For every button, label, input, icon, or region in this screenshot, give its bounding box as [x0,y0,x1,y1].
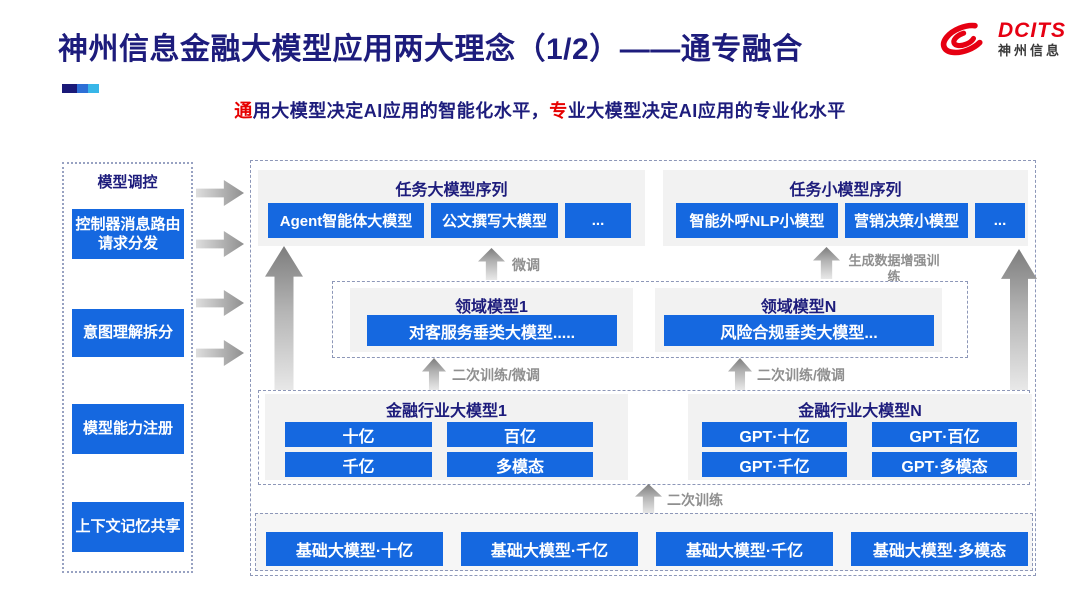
base-models-container: 基础大模型·十亿 基础大模型·千亿 基础大模型·千亿 基础大模型·多模态 [255,513,1033,571]
accent-segment [88,84,99,93]
arrow-right-icon [196,290,244,316]
domain-model-1-group: 领域模型1 对客服务垂类大模型..... [350,288,633,352]
accent-bar [62,84,99,93]
subtitle-segment: 业大模型决定AI应用的专业化水平 [567,101,846,121]
flow-label-retrain: 二次训练 [667,492,723,508]
industry-model-n-group: 金融行业大模型N GPT·十亿 GPT·百亿 GPT·千亿 GPT·多模态 [688,394,1032,480]
slide-subtitle: 通用大模型决定AI应用的智能化水平，专业大模型决定AI应用的专业化水平 [0,97,1080,123]
subtitle-segment: 用大模型决定AI应用的智能化水平， [252,101,550,121]
sidebar-item-intent-split: 意图理解拆分 [72,309,184,357]
sidebar-item-message-routing: 控制器消息路由请求分发 [72,209,184,259]
diagram-outer-container [250,160,1036,576]
model-control-title: 模型调控 [97,174,158,191]
model-chip-base-100b: 基础大模型·千亿 [461,532,638,566]
flow-label-gen-data-train: 生成数据增强训练 [848,253,940,284]
group-title: 领域模型N [760,299,837,316]
flow-label-fine-tune: 微调 [512,257,540,273]
model-chip-10b: 百亿 [447,422,593,447]
model-chip-ellipsis: ... [565,203,631,238]
model-chip-customer-service: 对客服务垂类大模型..... [367,315,617,346]
logo-brand-text: DCITS [998,19,1066,43]
model-chip-base-1b: 基础大模型·十亿 [266,532,443,566]
group-title: 领域模型1 [455,299,528,316]
subtitle-segment: 专 [549,101,568,121]
sidebar-item-capability-register: 模型能力注册 [72,404,184,454]
domain-model-n-group: 领域模型N 风险合规垂类大模型... [655,288,942,352]
model-chip-outbound-nlp: 智能外呼NLP小模型 [676,203,838,238]
arrow-right-icon [196,340,244,366]
group-title: 任务大模型序列 [395,182,508,199]
model-chip-risk-compliance: 风险合规垂类大模型... [664,315,934,346]
task-large-model-group: 任务大模型序列 Agent智能体大模型 公文撰写大模型 ... [258,170,645,246]
model-chip-1b: 十亿 [285,422,432,447]
group-title: 任务小模型序列 [789,182,902,199]
model-chip-multimodal: 多模态 [447,452,593,477]
group-title: 金融行业大模型1 [386,403,507,420]
task-small-model-group: 任务小模型序列 智能外呼NLP小模型 营销决策小模型 ... [663,170,1028,246]
model-chip-document-writing: 公文撰写大模型 [431,203,558,238]
logo-brand-cn-text: 神州信息 [998,43,1063,59]
model-chip-gpt-100b: GPT·千亿 [702,452,847,477]
arrow-right-icon [196,180,244,206]
accent-segment [77,84,88,93]
dcits-logo: DCITS 神州信息 [936,18,1066,60]
model-chip-base-multimodal: 基础大模型·多模态 [851,532,1028,566]
accent-segment [62,84,77,93]
model-chip-gpt-1b: GPT·十亿 [702,422,847,447]
model-chip-agent: Agent智能体大模型 [268,203,424,238]
model-chip-base-100b: 基础大模型·千亿 [656,532,833,566]
group-title: 金融行业大模型N [798,403,922,420]
dcits-swirl-icon [940,22,988,56]
sidebar-item-context-sharing: 上下文记忆共享 [72,502,184,552]
model-chip-gpt-multimodal: GPT·多模态 [872,452,1017,477]
page-title: 神州信息金融大模型应用两大理念（1/2）——通专融合 [58,33,803,66]
model-chip-marketing-decision: 营销决策小模型 [845,203,968,238]
flow-label-retrain-finetune: 二次训练/微调 [757,367,845,383]
flow-label-retrain-finetune: 二次训练/微调 [452,367,540,383]
model-chip-100b: 千亿 [285,452,432,477]
subtitle-segment: 通 [234,101,253,121]
arrow-right-icon [196,231,244,257]
model-chip-ellipsis: ... [975,203,1025,238]
model-control-panel: 模型调控 控制器消息路由请求分发 意图理解拆分 模型能力注册 上下文记忆共享 [62,162,193,573]
industry-model-1-group: 金融行业大模型1 十亿 百亿 千亿 多模态 [265,394,628,480]
model-chip-gpt-10b: GPT·百亿 [872,422,1017,447]
